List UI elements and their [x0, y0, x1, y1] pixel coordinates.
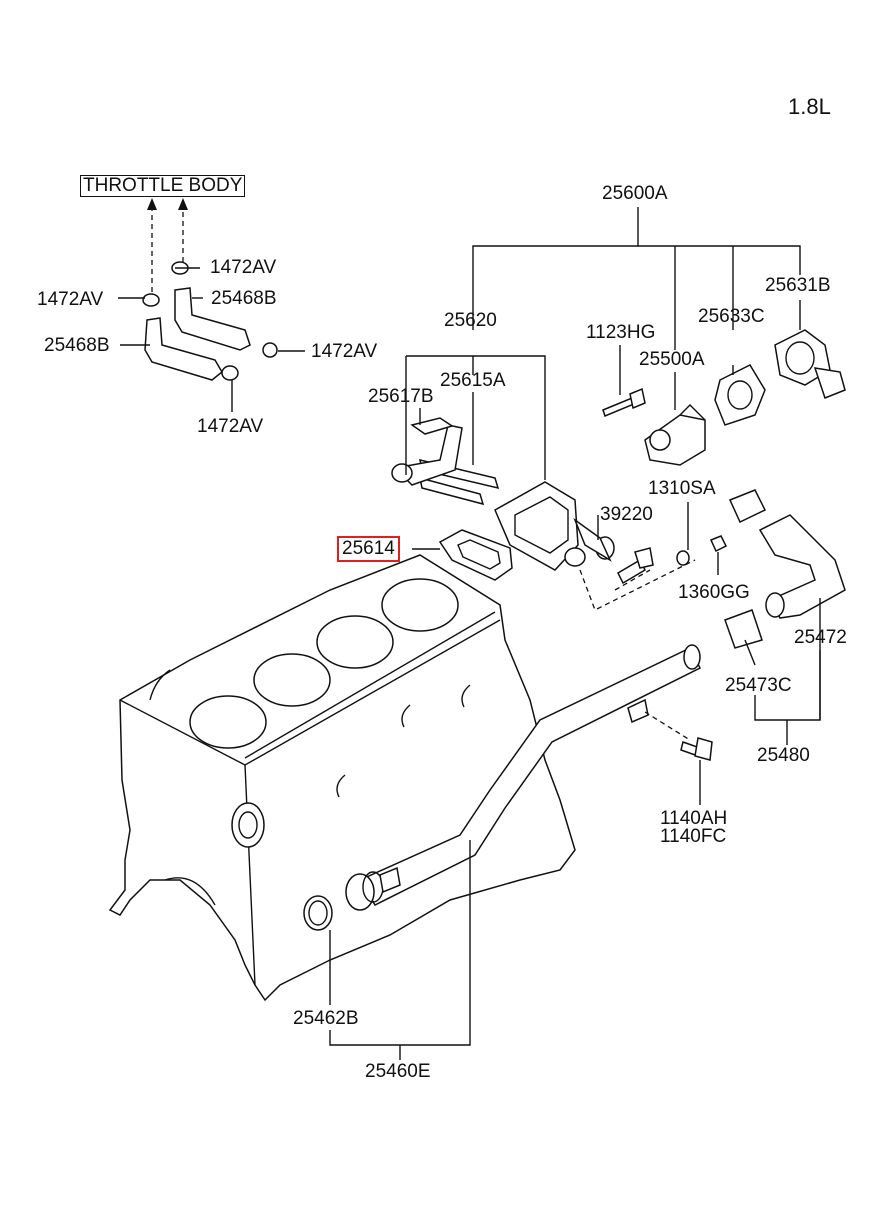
- part-label[interactable]: 25468B: [211, 288, 277, 309]
- part-label[interactable]: 1360GG: [678, 582, 750, 603]
- thermostat: [644, 404, 706, 466]
- part-label[interactable]: 25631B: [765, 275, 831, 296]
- part-label[interactable]: 25500A: [639, 349, 705, 370]
- arrow-up-icon: [178, 198, 188, 210]
- part-label[interactable]: 1472AV: [197, 416, 264, 437]
- housing-gasket: [438, 529, 513, 581]
- part-label[interactable]: 1472AV: [210, 257, 277, 278]
- part-label-highlighted[interactable]: 25614: [337, 536, 400, 562]
- part-label[interactable]: 25460E: [365, 1061, 431, 1082]
- part-label[interactable]: 25480: [757, 745, 810, 766]
- part-label[interactable]: 1472AV: [311, 341, 378, 362]
- part-label[interactable]: 25468B: [44, 335, 110, 356]
- engine-block: [108, 554, 576, 1002]
- nut: [709, 535, 728, 553]
- part-label[interactable]: 25473C: [725, 675, 792, 696]
- throttle-body-reference: THROTTLE BODY: [80, 175, 246, 197]
- part-label[interactable]: 25472: [794, 627, 847, 648]
- part-label[interactable]: 39220: [600, 504, 653, 525]
- part-label[interactable]: 1140AH: [660, 808, 728, 829]
- washer: [676, 550, 690, 566]
- part-label[interactable]: 1140FC: [660, 826, 727, 847]
- thermostat-gasket: [714, 364, 766, 426]
- part-label[interactable]: 1472AV: [37, 289, 104, 310]
- water-pipe: [345, 644, 702, 911]
- leader-lines: [118, 205, 821, 1060]
- part-label[interactable]: 1310SA: [648, 478, 716, 499]
- part-label[interactable]: 25620: [444, 310, 497, 331]
- bypass-pipes: [391, 417, 500, 506]
- part-label[interactable]: 25617B: [368, 386, 434, 407]
- part-label[interactable]: 25600A: [602, 183, 668, 204]
- part-label[interactable]: 25633C: [698, 306, 765, 327]
- part-label[interactable]: 25462B: [293, 1008, 359, 1029]
- radiator-hose: [724, 489, 846, 649]
- engine-variant: 1.8L: [788, 94, 831, 119]
- temp-sensor: [617, 558, 646, 585]
- part-label[interactable]: 25615A: [440, 370, 506, 391]
- water-outlet-fitting: [774, 329, 846, 399]
- arrow-up-icon: [147, 198, 157, 210]
- throttle-hoses: [142, 261, 278, 381]
- bolt: [602, 396, 635, 418]
- thermostat-housing: [494, 481, 615, 571]
- part-label[interactable]: 1123HG: [586, 322, 656, 343]
